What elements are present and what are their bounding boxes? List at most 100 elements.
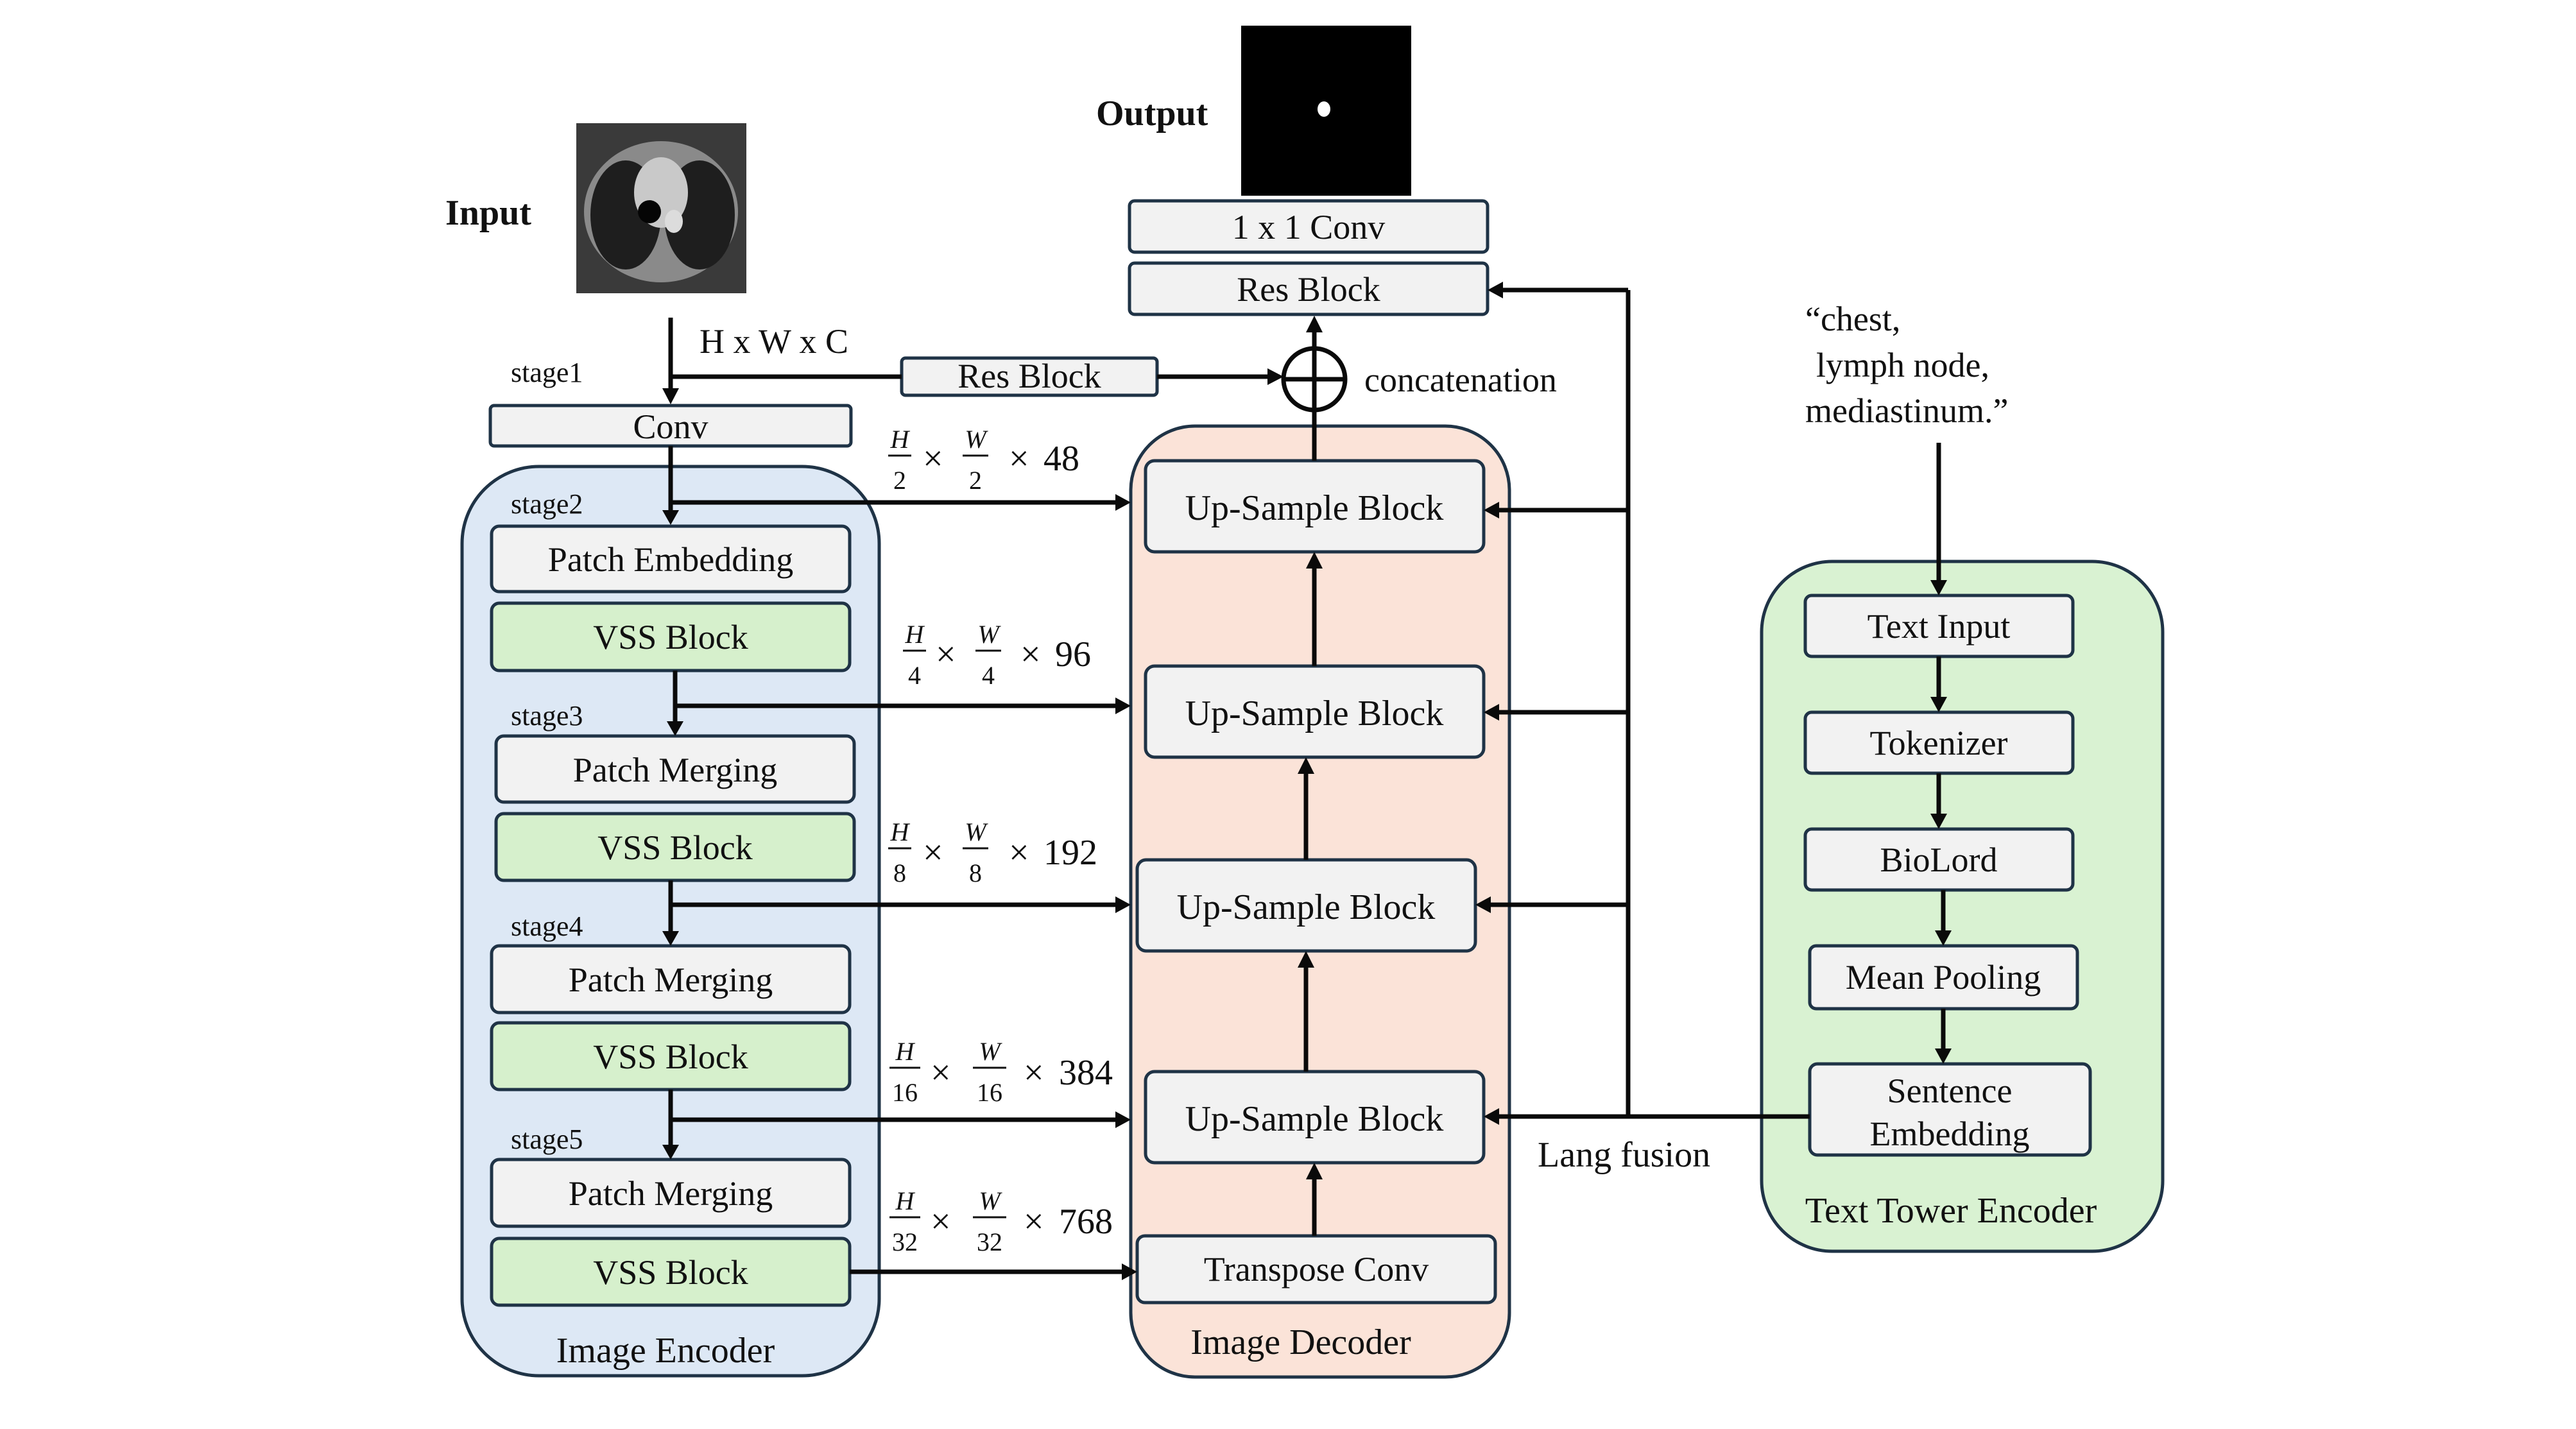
svg-text:768: 768 (1059, 1202, 1113, 1242)
text-input-block: Text Input (1803, 594, 2075, 658)
svg-text:H: H (895, 1186, 916, 1215)
svg-text:Up-Sample Block: Up-Sample Block (1177, 887, 1436, 927)
upsample-block-4: Up-Sample Block (1144, 459, 1486, 554)
svg-text:BioLord: BioLord (1880, 841, 1998, 879)
stage2-label: stage2 (511, 488, 583, 520)
svg-text:16: 16 (892, 1078, 918, 1107)
svg-text:H: H (895, 1037, 916, 1066)
svg-text:4: 4 (982, 661, 995, 690)
svg-text:Patch Merging: Patch Merging (569, 961, 773, 999)
svg-text:VSS Block: VSS Block (593, 1038, 748, 1076)
feature-label-3: H 8 × W 8 × 192 (888, 817, 1097, 887)
upsample-block-2: Up-Sample Block (1135, 858, 1477, 953)
text-prompt-line-1: “chest, (1805, 300, 1900, 338)
svg-text:H: H (905, 620, 925, 649)
svg-text:H: H (890, 425, 911, 454)
svg-text:Sentence: Sentence (1887, 1072, 2013, 1110)
svg-text:Text Input: Text Input (1868, 607, 2011, 646)
svg-text:×: × (1009, 833, 1029, 873)
text-tower-encoder-title: Text Tower Encoder (1805, 1191, 2097, 1231)
image-encoder-title: Image Encoder (556, 1331, 775, 1371)
skip-res-block: Res Block (900, 356, 1159, 397)
input-ct-image (576, 123, 746, 293)
svg-text:Conv: Conv (633, 407, 708, 446)
svg-text:W: W (977, 620, 1001, 649)
svg-text:Patch Merging: Patch Merging (569, 1174, 773, 1213)
image-decoder-title: Image Decoder (1190, 1322, 1411, 1362)
conv-1x1-block: 1 x 1 Conv (1128, 199, 1490, 254)
svg-text:W: W (979, 1186, 1002, 1215)
svg-text:H: H (890, 817, 911, 846)
input-dims-label: H x W x C (700, 322, 848, 361)
svg-text:Res Block: Res Block (957, 357, 1101, 395)
feature-label-5: H 32 × W 32 × 768 (889, 1186, 1113, 1256)
svg-text:Up-Sample Block: Up-Sample Block (1185, 488, 1444, 528)
text-prompt-line-3: mediastinum.” (1805, 391, 2008, 430)
patch-merging-block-3: Patch Merging (490, 1158, 852, 1228)
svg-text:16: 16 (977, 1078, 1002, 1107)
vss-block-1: VSS Block (490, 601, 852, 672)
feature-label-2: H 4 × W 4 × 96 (903, 620, 1091, 690)
stage5-label: stage5 (511, 1124, 583, 1155)
input-label: Input (445, 193, 531, 233)
svg-text:VSS Block: VSS Block (593, 1253, 748, 1292)
connectors (662, 282, 1952, 1280)
vss-block-3: VSS Block (490, 1021, 852, 1091)
svg-text:1 x 1 Conv: 1 x 1 Conv (1232, 208, 1386, 246)
svg-text:×: × (1009, 439, 1029, 479)
svg-text:32: 32 (977, 1228, 1002, 1256)
mean-pooling-block: Mean Pooling (1808, 944, 2079, 1011)
biolord-block: BioLord (1803, 827, 2075, 892)
svg-text:Embedding: Embedding (1870, 1115, 2030, 1153)
stage1-label: stage1 (511, 357, 583, 388)
svg-text:Patch Merging: Patch Merging (573, 751, 777, 789)
svg-text:×: × (1020, 635, 1041, 674)
svg-text:Up-Sample Block: Up-Sample Block (1185, 694, 1444, 733)
svg-text:VSS Block: VSS Block (597, 828, 753, 867)
svg-text:×: × (923, 833, 943, 873)
svg-text:VSS Block: VSS Block (593, 618, 748, 656)
output-mask-image (1241, 26, 1411, 196)
decoder-res-block: Res Block (1128, 261, 1490, 316)
conv-block: Conv (488, 404, 853, 448)
svg-text:4: 4 (908, 661, 921, 690)
feature-label-4: H 16 × W 16 × 384 (889, 1037, 1113, 1107)
transpose-conv-block: Transpose Conv (1135, 1234, 1497, 1305)
svg-text:×: × (931, 1202, 951, 1242)
svg-text:×: × (923, 439, 943, 479)
stage3-label: stage3 (511, 700, 583, 732)
svg-text:Mean Pooling: Mean Pooling (1846, 958, 2041, 997)
sentence-embedding-block: Sentence Embedding (1808, 1062, 2092, 1157)
output-label: Output (1096, 94, 1208, 133)
svg-text:×: × (931, 1053, 951, 1093)
text-prompt-line-2: lymph node, (1816, 346, 1989, 384)
concatenation-label: concatenation (1364, 361, 1557, 399)
svg-text:32: 32 (892, 1228, 918, 1256)
tokenizer-block: Tokenizer (1803, 710, 2075, 775)
vss-block-2: VSS Block (494, 812, 856, 882)
svg-text:48: 48 (1043, 439, 1079, 479)
svg-text:192: 192 (1043, 833, 1097, 873)
svg-text:8: 8 (969, 859, 982, 887)
svg-text:Up-Sample Block: Up-Sample Block (1185, 1099, 1444, 1139)
patch-merging-block-1: Patch Merging (494, 734, 856, 804)
patch-merging-block-2: Patch Merging (490, 944, 852, 1014)
upsample-block-3: Up-Sample Block (1144, 664, 1486, 759)
svg-text:Transpose Conv: Transpose Conv (1204, 1250, 1429, 1288)
patch-embedding-block: Patch Embedding (490, 524, 852, 594)
svg-text:Res Block: Res Block (1237, 270, 1380, 309)
svg-text:2: 2 (893, 466, 906, 495)
feature-label-1: H 2 × W 2 × 48 (888, 425, 1079, 495)
svg-text:W: W (965, 425, 988, 454)
svg-text:96: 96 (1055, 635, 1091, 674)
svg-text:384: 384 (1059, 1053, 1113, 1093)
svg-text:8: 8 (893, 859, 906, 887)
svg-text:W: W (979, 1037, 1002, 1066)
svg-text:W: W (965, 817, 988, 846)
svg-text:×: × (1024, 1202, 1044, 1242)
concatenation-symbol (1281, 346, 1348, 413)
svg-text:Patch Embedding: Patch Embedding (548, 540, 793, 579)
svg-text:×: × (1024, 1053, 1044, 1093)
vss-block-4: VSS Block (490, 1236, 852, 1307)
